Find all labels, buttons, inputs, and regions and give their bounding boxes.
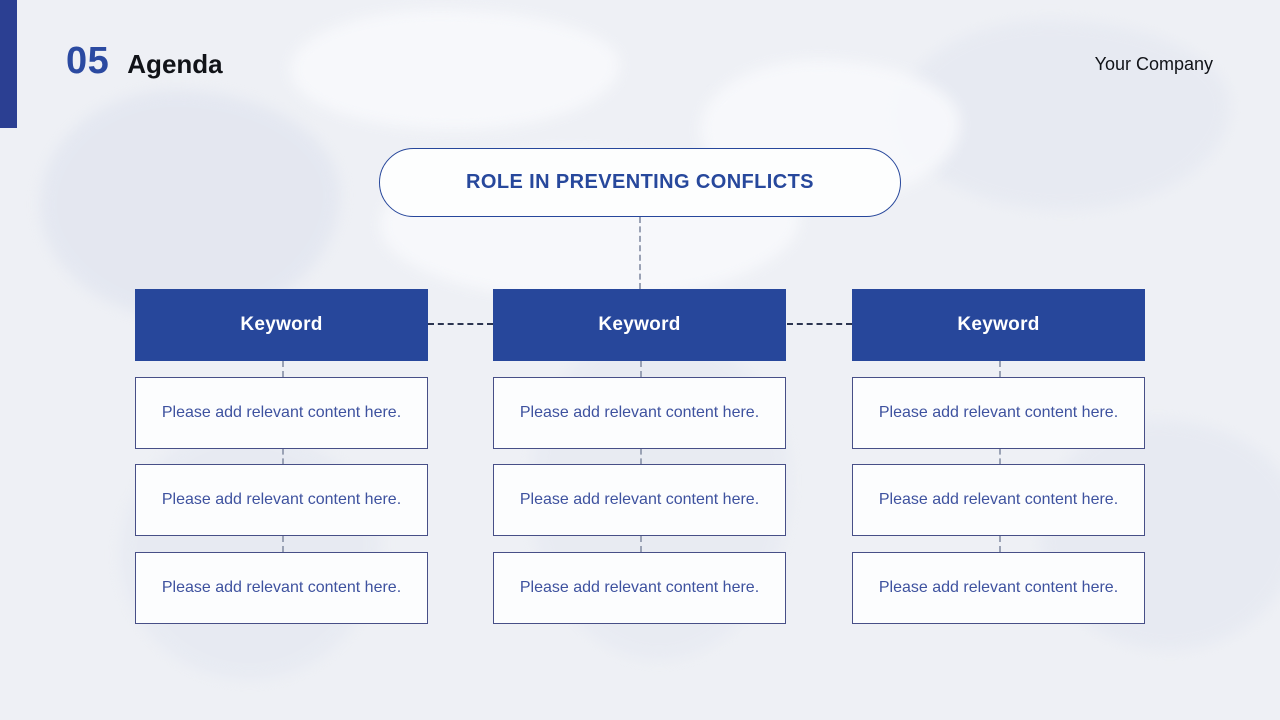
keyword-box[interactable]: Keyword xyxy=(852,289,1145,361)
keyword-label: Keyword xyxy=(598,314,681,335)
horizontal-connector-left xyxy=(428,323,493,325)
content-placeholder-text: Please add relevant content here. xyxy=(878,578,1119,596)
keyword-box[interactable]: Keyword xyxy=(135,289,428,361)
keyword-label: Keyword xyxy=(240,314,323,335)
content-box[interactable]: Please add relevant content here. xyxy=(493,536,786,624)
horizontal-connector-right xyxy=(787,323,852,325)
root-connector-line xyxy=(639,217,641,289)
slide-number: 05 xyxy=(66,40,110,82)
accent-bar xyxy=(0,0,17,128)
content-placeholder-text: Please add relevant content here. xyxy=(161,491,402,508)
content-box[interactable]: Please add relevant content here. xyxy=(852,536,1145,624)
content-placeholder-text: Please add relevant content here. xyxy=(519,578,760,596)
content-box[interactable]: Please add relevant content here. xyxy=(852,448,1145,536)
content-placeholder-text: Please add relevant content here. xyxy=(519,403,760,421)
content-placeholder-text: Please add relevant content here. xyxy=(519,491,760,508)
keyword-column-2: Keyword Please add relevant content here… xyxy=(493,289,786,624)
map-shape xyxy=(40,90,340,320)
root-node[interactable]: ROLE IN PREVENTING CONFLICTS xyxy=(379,148,901,217)
content-placeholder-text: Please add relevant content here. xyxy=(161,578,402,596)
content-placeholder-text: Please add relevant content here. xyxy=(161,403,402,421)
content-placeholder-text: Please add relevant content here. xyxy=(878,403,1119,421)
content-box[interactable]: Please add relevant content here. xyxy=(852,361,1145,449)
content-box[interactable]: Please add relevant content here. xyxy=(135,536,428,624)
content-box[interactable]: Please add relevant content here. xyxy=(493,448,786,536)
content-placeholder-text: Please add relevant content here. xyxy=(878,491,1119,508)
map-shape xyxy=(290,10,620,130)
keyword-column-1: Keyword Please add relevant content here… xyxy=(135,289,428,624)
content-box[interactable]: Please add relevant content here. xyxy=(493,361,786,449)
content-box[interactable]: Please add relevant content here. xyxy=(135,361,428,449)
content-box[interactable]: Please add relevant content here. xyxy=(135,448,428,536)
root-node-label: ROLE IN PREVENTING CONFLICTS xyxy=(466,171,814,193)
keyword-box[interactable]: Keyword xyxy=(493,289,786,361)
keyword-column-3: Keyword Please add relevant content here… xyxy=(852,289,1145,624)
slide-header: 05 Agenda xyxy=(66,40,223,83)
keyword-label: Keyword xyxy=(957,314,1040,335)
page-title: Agenda xyxy=(127,49,223,79)
company-name: Your Company xyxy=(1094,54,1213,74)
map-shape xyxy=(900,20,1230,210)
